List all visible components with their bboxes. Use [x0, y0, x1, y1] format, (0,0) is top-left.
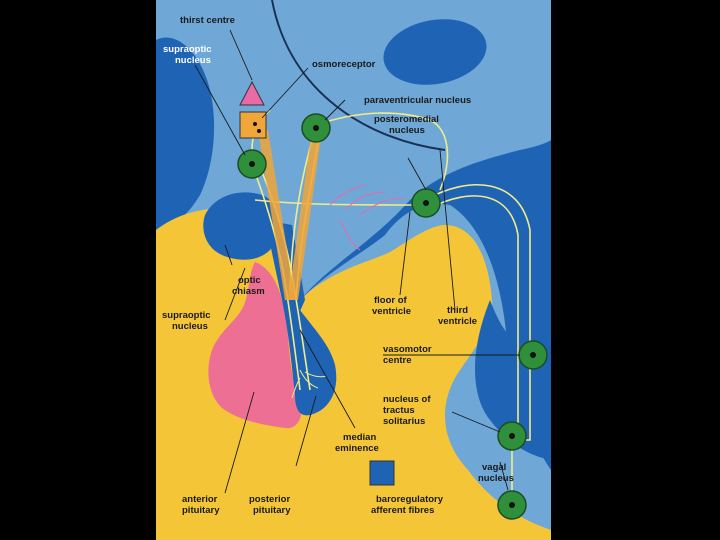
floor-of-ventricle-band	[300, 140, 551, 470]
osmoreceptor-fibres	[329, 184, 406, 251]
label-posterior-pituitary: posterior pituitary	[249, 494, 293, 516]
leader-lines	[194, 29, 520, 494]
forebrain-shape	[156, 37, 215, 230]
baroregulatory-key-square-icon	[369, 460, 395, 486]
label-third-ventricle: third ventricle	[438, 305, 477, 327]
label-posteromedial-nucleus: posteromedial nucleus	[374, 114, 442, 136]
lateral-ventricle-oval	[383, 19, 487, 85]
paraventricular-axon	[288, 130, 322, 300]
osmoreceptor-square-icon	[239, 111, 267, 139]
anterior-pituitary-shape	[208, 262, 302, 429]
osmoreceptor-dot	[253, 122, 257, 126]
osmoreceptor-axon	[258, 130, 295, 300]
ventricle-outline	[271, 0, 446, 151]
label-nucleus-tractus-solitarius: nucleus of tractus solitarius	[383, 394, 433, 427]
nucleus-markers	[237, 113, 548, 520]
label-vagal-nucleus: vagal nucleus	[478, 462, 514, 484]
label-baroregulatory-afferent-fibres: baroregulatory afferent fibres	[371, 494, 446, 516]
label-vasomotor-centre: vasomotor centre	[383, 344, 434, 366]
label-thirst-centre: thirst centre	[180, 15, 235, 26]
label-supraoptic-nucleus-bottom: supraoptic nucleus	[162, 310, 213, 332]
label-anterior-pituitary: anterior pituitary	[182, 494, 220, 516]
osmoreceptor-dot	[257, 129, 261, 133]
label-median-eminence: median eminence	[335, 432, 379, 454]
optic-chiasm-shape	[203, 192, 280, 260]
pituitary-fibres	[291, 369, 327, 399]
label-osmoreceptor: osmoreceptor	[312, 59, 376, 70]
label-paraventricular-nucleus: paraventricular nucleus	[364, 95, 471, 106]
label-supraoptic-nucleus-top: supraoptic nucleus	[163, 44, 214, 66]
thirst-centre-triangle-icon	[239, 80, 265, 106]
label-optic-chiasm: optic chiasm	[232, 275, 265, 297]
brainstem-shape	[475, 300, 551, 460]
label-floor-of-ventricle: floor of ventricle	[372, 295, 411, 317]
